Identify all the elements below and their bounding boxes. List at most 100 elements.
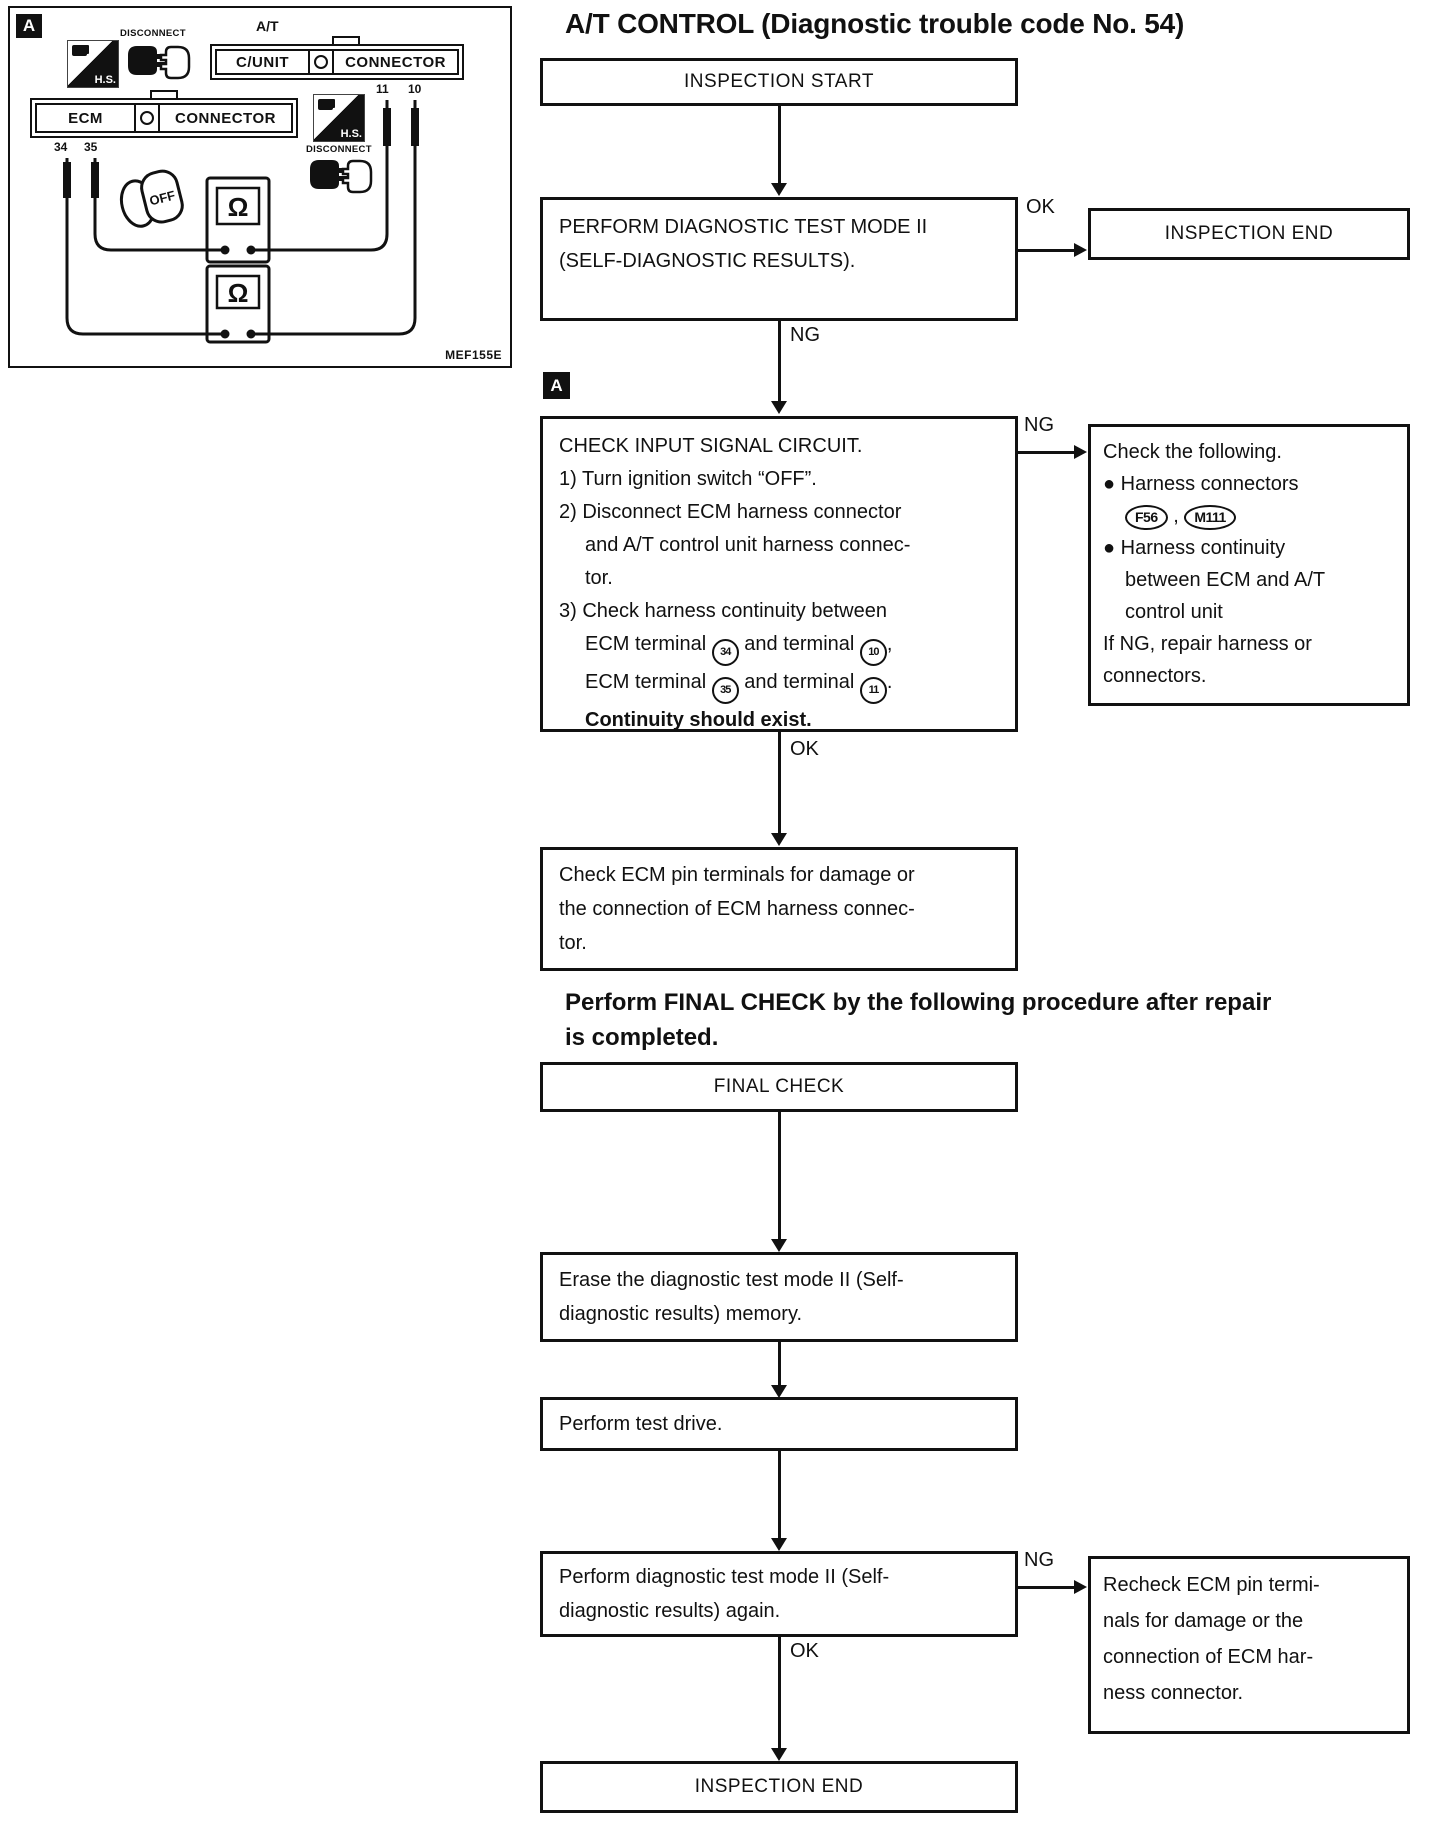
flow-text-line: nals for damage or the <box>1103 1610 1304 1632</box>
section-badge-a: A <box>543 372 570 399</box>
probe-sleeves <box>63 108 419 198</box>
flow-box-check-following: Check the following. ● Harness connector… <box>1088 424 1410 706</box>
flow-box-perform-mode2: PERFORM DIAGNOSTIC TEST MODE II (SELF-DI… <box>540 197 1018 321</box>
disconnect-plug-icon-2 <box>308 158 373 194</box>
at-connector-box: C/UNIT CONNECTOR <box>210 44 464 80</box>
ecm-connector-tab <box>150 90 178 99</box>
arrowhead-down-icon <box>771 1385 787 1398</box>
disconnect-label-2: DISCONNECT <box>306 144 372 155</box>
flow-connector-line <box>1018 1586 1076 1589</box>
probe-tool-icon <box>318 99 333 110</box>
flow-connector-line <box>778 1637 781 1749</box>
flow-box-inspection-start: INSPECTION START <box>540 58 1018 106</box>
flow-text-line: Erase the diagnostic test mode II (Self- <box>559 1269 904 1291</box>
flow-connector-line <box>778 321 781 402</box>
ohm-display-1: Ω <box>215 186 261 226</box>
flow-box-inspection-end-top: INSPECTION END <box>1088 208 1410 260</box>
flow-text-line: 1) Turn ignition switch “OFF”. <box>559 468 817 490</box>
flow-text-line: tor. <box>559 932 587 954</box>
bullet-icon: ● <box>1103 537 1116 559</box>
hs-tool-logo-1: H.S. <box>67 40 119 88</box>
hs-label: H.S. <box>94 74 116 86</box>
figure-badge-a: A <box>16 14 42 38</box>
page-title: A/T CONTROL (Diagnostic trouble code No.… <box>565 8 1185 39</box>
ecm-connector-name: ECM <box>68 109 103 127</box>
flow-box-ecm-pin: Check ECM pin terminals for damage or th… <box>540 847 1018 971</box>
flow-text-line: connection of ECM har- <box>1103 1646 1314 1668</box>
flow-text-line: Perform test drive. <box>559 1413 723 1435</box>
flow-connector-line <box>778 732 781 834</box>
arrowhead-right-icon <box>1074 243 1087 257</box>
branch-label-ng: NG <box>790 324 820 346</box>
wire-terminal-11 <box>251 100 389 252</box>
flow-text-line: F56 , M111 <box>1103 500 1395 532</box>
arrowhead-down-icon <box>771 833 787 846</box>
wire-terminal-10 <box>251 100 417 336</box>
ecm-connector-word: CONNECTOR <box>175 109 276 127</box>
flow-text-line: 3) Check harness continuity between <box>559 600 887 622</box>
at-connector-tab <box>332 36 360 45</box>
test-wires <box>65 100 417 336</box>
flow-box-test-drive: Perform test drive. <box>540 1397 1018 1451</box>
key-off-label: OFF <box>148 188 177 209</box>
flow-text-line: Perform diagnostic test mode II (Self- <box>559 1566 890 1588</box>
branch-label-ok: OK <box>790 738 819 760</box>
ignition-key-off-icon: OFF <box>119 169 184 228</box>
flow-text-line: control unit <box>1125 601 1223 623</box>
arrowhead-down-icon <box>771 1239 787 1252</box>
flow-box-inspection-end-bottom: INSPECTION END <box>540 1761 1018 1813</box>
branch-label-ok: OK <box>790 1640 819 1662</box>
arrowhead-right-icon <box>1074 1580 1087 1594</box>
connector-oval-f56: F56 <box>1125 505 1168 530</box>
flow-text-line: PERFORM DIAGNOSTIC TEST MODE II <box>559 216 928 238</box>
flow-connector-line <box>778 1451 781 1539</box>
flow-connector-line <box>1018 451 1076 454</box>
flow-connector-line <box>1018 249 1076 252</box>
branch-label-ng: NG <box>1024 414 1054 436</box>
flow-text-line: Check the following. <box>1103 441 1282 463</box>
ohm-display-2: Ω <box>215 274 261 310</box>
flow-connector-line <box>778 106 781 184</box>
terminal-circle-35: 35 <box>711 677 739 704</box>
flow-text-line: Recheck ECM pin termi- <box>1103 1574 1320 1596</box>
at-label: A/T <box>256 18 279 34</box>
connector-lock-icon <box>134 105 161 131</box>
hs-tool-logo-2: H.S. <box>313 94 365 142</box>
flow-connector-line <box>778 1342 781 1386</box>
bullet-icon: ● <box>1103 473 1116 495</box>
flow-box-final-check: FINAL CHECK <box>540 1062 1018 1112</box>
flow-text-line: CHECK INPUT SIGNAL CIRCUIT. <box>559 435 863 457</box>
terminal-circle-34: 34 <box>711 639 739 666</box>
flow-text-line: (SELF-DIAGNOSTIC RESULTS). <box>559 250 856 272</box>
flow-text-emphasis: Continuity should exist. <box>585 709 812 731</box>
arrowhead-right-icon <box>1074 445 1087 459</box>
wiring-figure: Ω Ω OFF A H.S. DISCONNECT <box>8 6 512 368</box>
flow-text-line: and A/T control unit harness connec- <box>585 534 911 556</box>
terminal-number-34: 34 <box>54 140 68 154</box>
wiring-svg: Ω Ω OFF <box>63 44 419 344</box>
at-connector-word: CONNECTOR <box>345 53 446 71</box>
wire-terminal-34 <box>65 158 225 336</box>
ohm-symbol-1: Ω <box>228 192 249 222</box>
flow-text-line: Check ECM pin terminals for damage or <box>559 864 915 886</box>
terminal-circle-11: 11 <box>859 677 887 704</box>
flow-connector-line <box>778 1112 781 1240</box>
flow-box-check-input-signal: CHECK INPUT SIGNAL CIRCUIT. 1) Turn igni… <box>540 416 1018 732</box>
meter-terminals <box>220 245 256 339</box>
branch-label-ng: NG <box>1024 1549 1054 1571</box>
connector-oval-m111: M111 <box>1184 505 1236 530</box>
flow-text-line: diagnostic results) memory. <box>559 1303 803 1325</box>
flow-text-line: ● Harness continuity <box>1103 537 1286 559</box>
wire-terminal-35 <box>93 158 225 252</box>
terminal-circle-10: 10 <box>859 639 887 666</box>
flow-text-line: connectors. <box>1103 665 1207 687</box>
terminal-number-10: 10 <box>408 82 422 96</box>
flow-text-line: 2) Disconnect ECM harness connector <box>559 501 902 523</box>
terminal-number-11: 11 <box>376 82 389 96</box>
flow-box-recheck-ecm: Recheck ECM pin termi- nals for damage o… <box>1088 1556 1410 1734</box>
flow-text-line: between ECM and A/T <box>1125 569 1326 591</box>
flow-text-line: ● Harness connectors <box>1103 473 1299 495</box>
flow-text-line: ECM terminal 34 and terminal 10, <box>559 628 999 666</box>
probe-tool-icon <box>72 45 87 56</box>
